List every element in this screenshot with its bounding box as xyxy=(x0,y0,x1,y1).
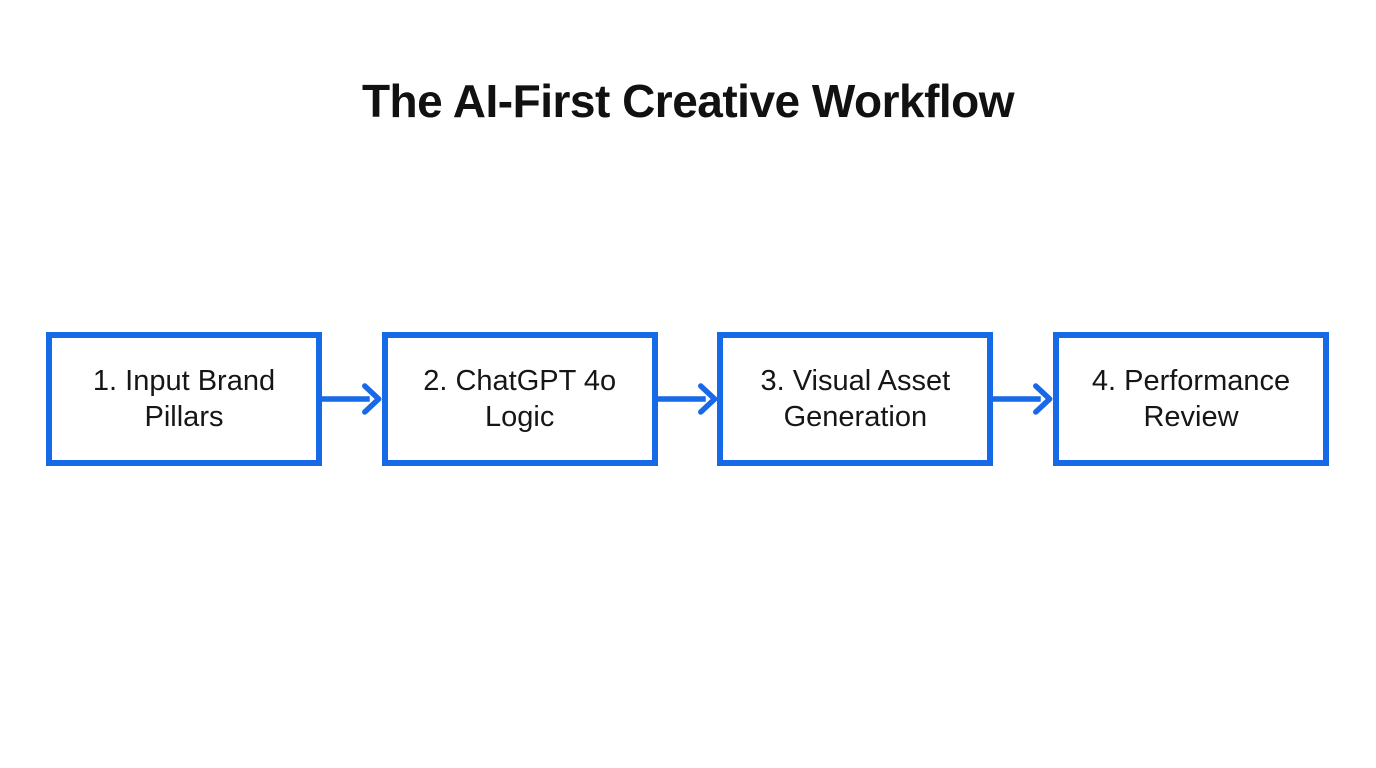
step-label-4: 4. Performance Review xyxy=(1091,364,1291,433)
step-box-4: 4. Performance Review xyxy=(1053,332,1330,466)
step-label-1: 1. Input Brand Pillars xyxy=(92,364,276,433)
arrow-right-icon xyxy=(657,332,718,466)
workflow-diagram: 1. Input Brand Pillars 2. ChatGPT 4o Log… xyxy=(46,332,1330,466)
arrow-right-icon xyxy=(993,332,1053,466)
step-box-1: 1. Input Brand Pillars xyxy=(46,332,322,466)
step-box-3: 3. Visual Asset Generation xyxy=(717,332,994,466)
page-title: The AI-First Creative Workflow xyxy=(361,75,1015,127)
step-box-2: 2. ChatGPT 4o Logic xyxy=(381,332,658,466)
step-label-3: 3. Visual Asset Generation xyxy=(760,364,951,433)
arrow-right-icon xyxy=(322,332,382,466)
step-label-2: 2. ChatGPT 4o Logic xyxy=(423,364,617,433)
